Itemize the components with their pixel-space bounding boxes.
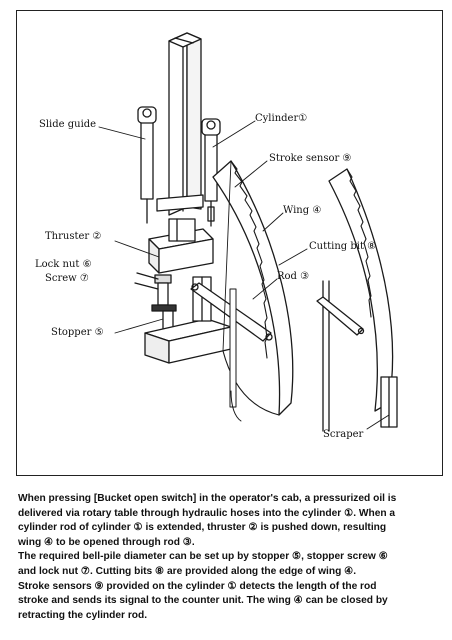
wing-label: Wing ④ bbox=[283, 205, 322, 216]
caption-line: wing ④ to be opened through rod ③. bbox=[18, 536, 195, 548]
right-cylinder bbox=[201, 118, 221, 227]
caption-line: and lock nut ⑦. Cutting bits ⑧ are provi… bbox=[18, 565, 357, 577]
stopper-label: Stopper ⑤ bbox=[51, 327, 104, 338]
stopper-assembly bbox=[134, 272, 177, 340]
caption-line: When pressing [Bucket open switch] in th… bbox=[18, 493, 397, 504]
caption-text: When pressing [Bucket open switch] in th… bbox=[18, 492, 444, 623]
diagram-frame: Slide guide Cylinder① Stroke sensor ⑨ Wi… bbox=[16, 10, 443, 476]
rod-linkage-2 bbox=[316, 280, 365, 432]
lock-nut-label: Lock nut ⑥ bbox=[35, 259, 92, 270]
thruster-label: Thruster ② bbox=[45, 231, 102, 242]
caption-line: cylinder rod of cylinder ① is extended, … bbox=[18, 522, 387, 534]
screw-label: Screw ⑦ bbox=[45, 273, 89, 284]
scraper-label: Scraper bbox=[323, 429, 364, 440]
slide-guide-label: Slide guide bbox=[39, 119, 97, 130]
rod-label: Rod ③ bbox=[277, 271, 310, 282]
caption-line: Stroke sensors ⑨ provided on the cylinde… bbox=[18, 580, 377, 592]
caption-line: retracting the cylinder rod. bbox=[18, 609, 148, 621]
wing-1 bbox=[212, 160, 294, 422]
mechanism-drawing bbox=[98, 32, 398, 432]
left-cylinder bbox=[137, 106, 157, 224]
wing-2 bbox=[328, 168, 398, 428]
cutting-bit-label: Cutting bit ⑧ bbox=[309, 241, 377, 252]
thruster-block bbox=[148, 218, 214, 274]
leader-lines bbox=[98, 120, 390, 430]
caption-line: The required bell-pile diameter can be s… bbox=[18, 551, 388, 563]
caption-line: delivered via rotary table through hydra… bbox=[18, 507, 396, 519]
stroke-sensor-label: Stroke sensor ⑨ bbox=[269, 153, 352, 164]
cylinder-label: Cylinder① bbox=[255, 113, 308, 124]
caption-line: stroke and sends its signal to the count… bbox=[18, 595, 388, 607]
central-column bbox=[168, 32, 202, 216]
